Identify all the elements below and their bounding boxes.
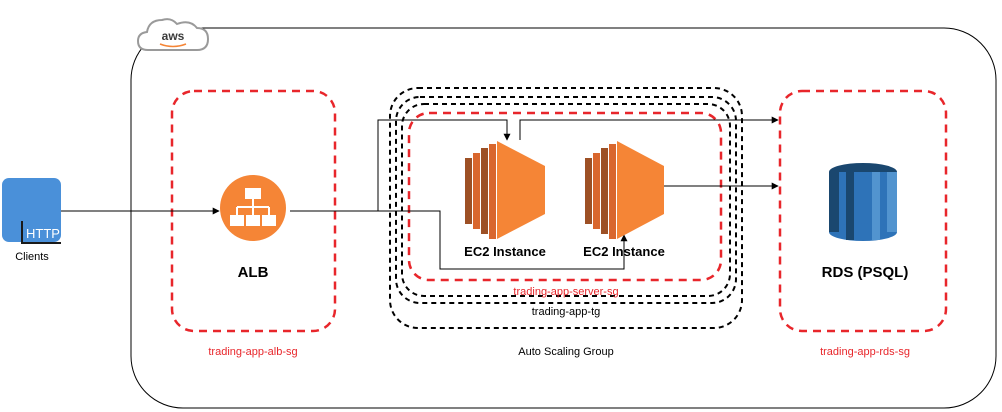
instance-1-to-rds-arrow	[519, 116, 779, 140]
rds-security-group	[778, 89, 948, 333]
target-group-boundary	[401, 103, 731, 297]
http-client-icon: HTTP	[2, 178, 61, 244]
load-balancer-icon	[220, 175, 286, 241]
rds-sg-label: trading-app-rds-sg	[820, 346, 910, 358]
auto-scaling-group-boundary	[389, 87, 743, 329]
server-sg-label: trading-app-server-sg	[513, 286, 618, 298]
ec2-instance-icon	[465, 141, 545, 239]
auto-scaling-group-label: Auto Scaling Group	[518, 346, 613, 358]
server-security-group	[407, 111, 723, 282]
http-badge: HTTP	[26, 226, 60, 241]
aws-logo-text: aws	[162, 29, 185, 43]
ec2-instance-icon	[585, 141, 664, 239]
ec2-instance-2-label: EC2 Instance	[583, 244, 665, 259]
aws-cloud-icon: aws	[136, 18, 210, 51]
alb-label: ALB	[238, 264, 269, 281]
connectors	[60, 116, 779, 270]
alb-sg-label: trading-app-alb-sg	[208, 346, 297, 358]
clients-label: Clients	[15, 251, 49, 263]
rds-label: RDS (PSQL)	[822, 264, 909, 281]
target-group-label: trading-app-tg	[532, 306, 601, 318]
rds-database-icon	[829, 163, 897, 241]
alb-to-instance-1-arrow	[290, 119, 511, 212]
alb-to-instance-2-arrow	[378, 210, 628, 270]
ec2-instance-1-label: EC2 Instance	[464, 244, 546, 259]
aws-cloud-boundary	[130, 27, 997, 409]
auto-scaling-group-inner-boundary	[395, 96, 737, 304]
